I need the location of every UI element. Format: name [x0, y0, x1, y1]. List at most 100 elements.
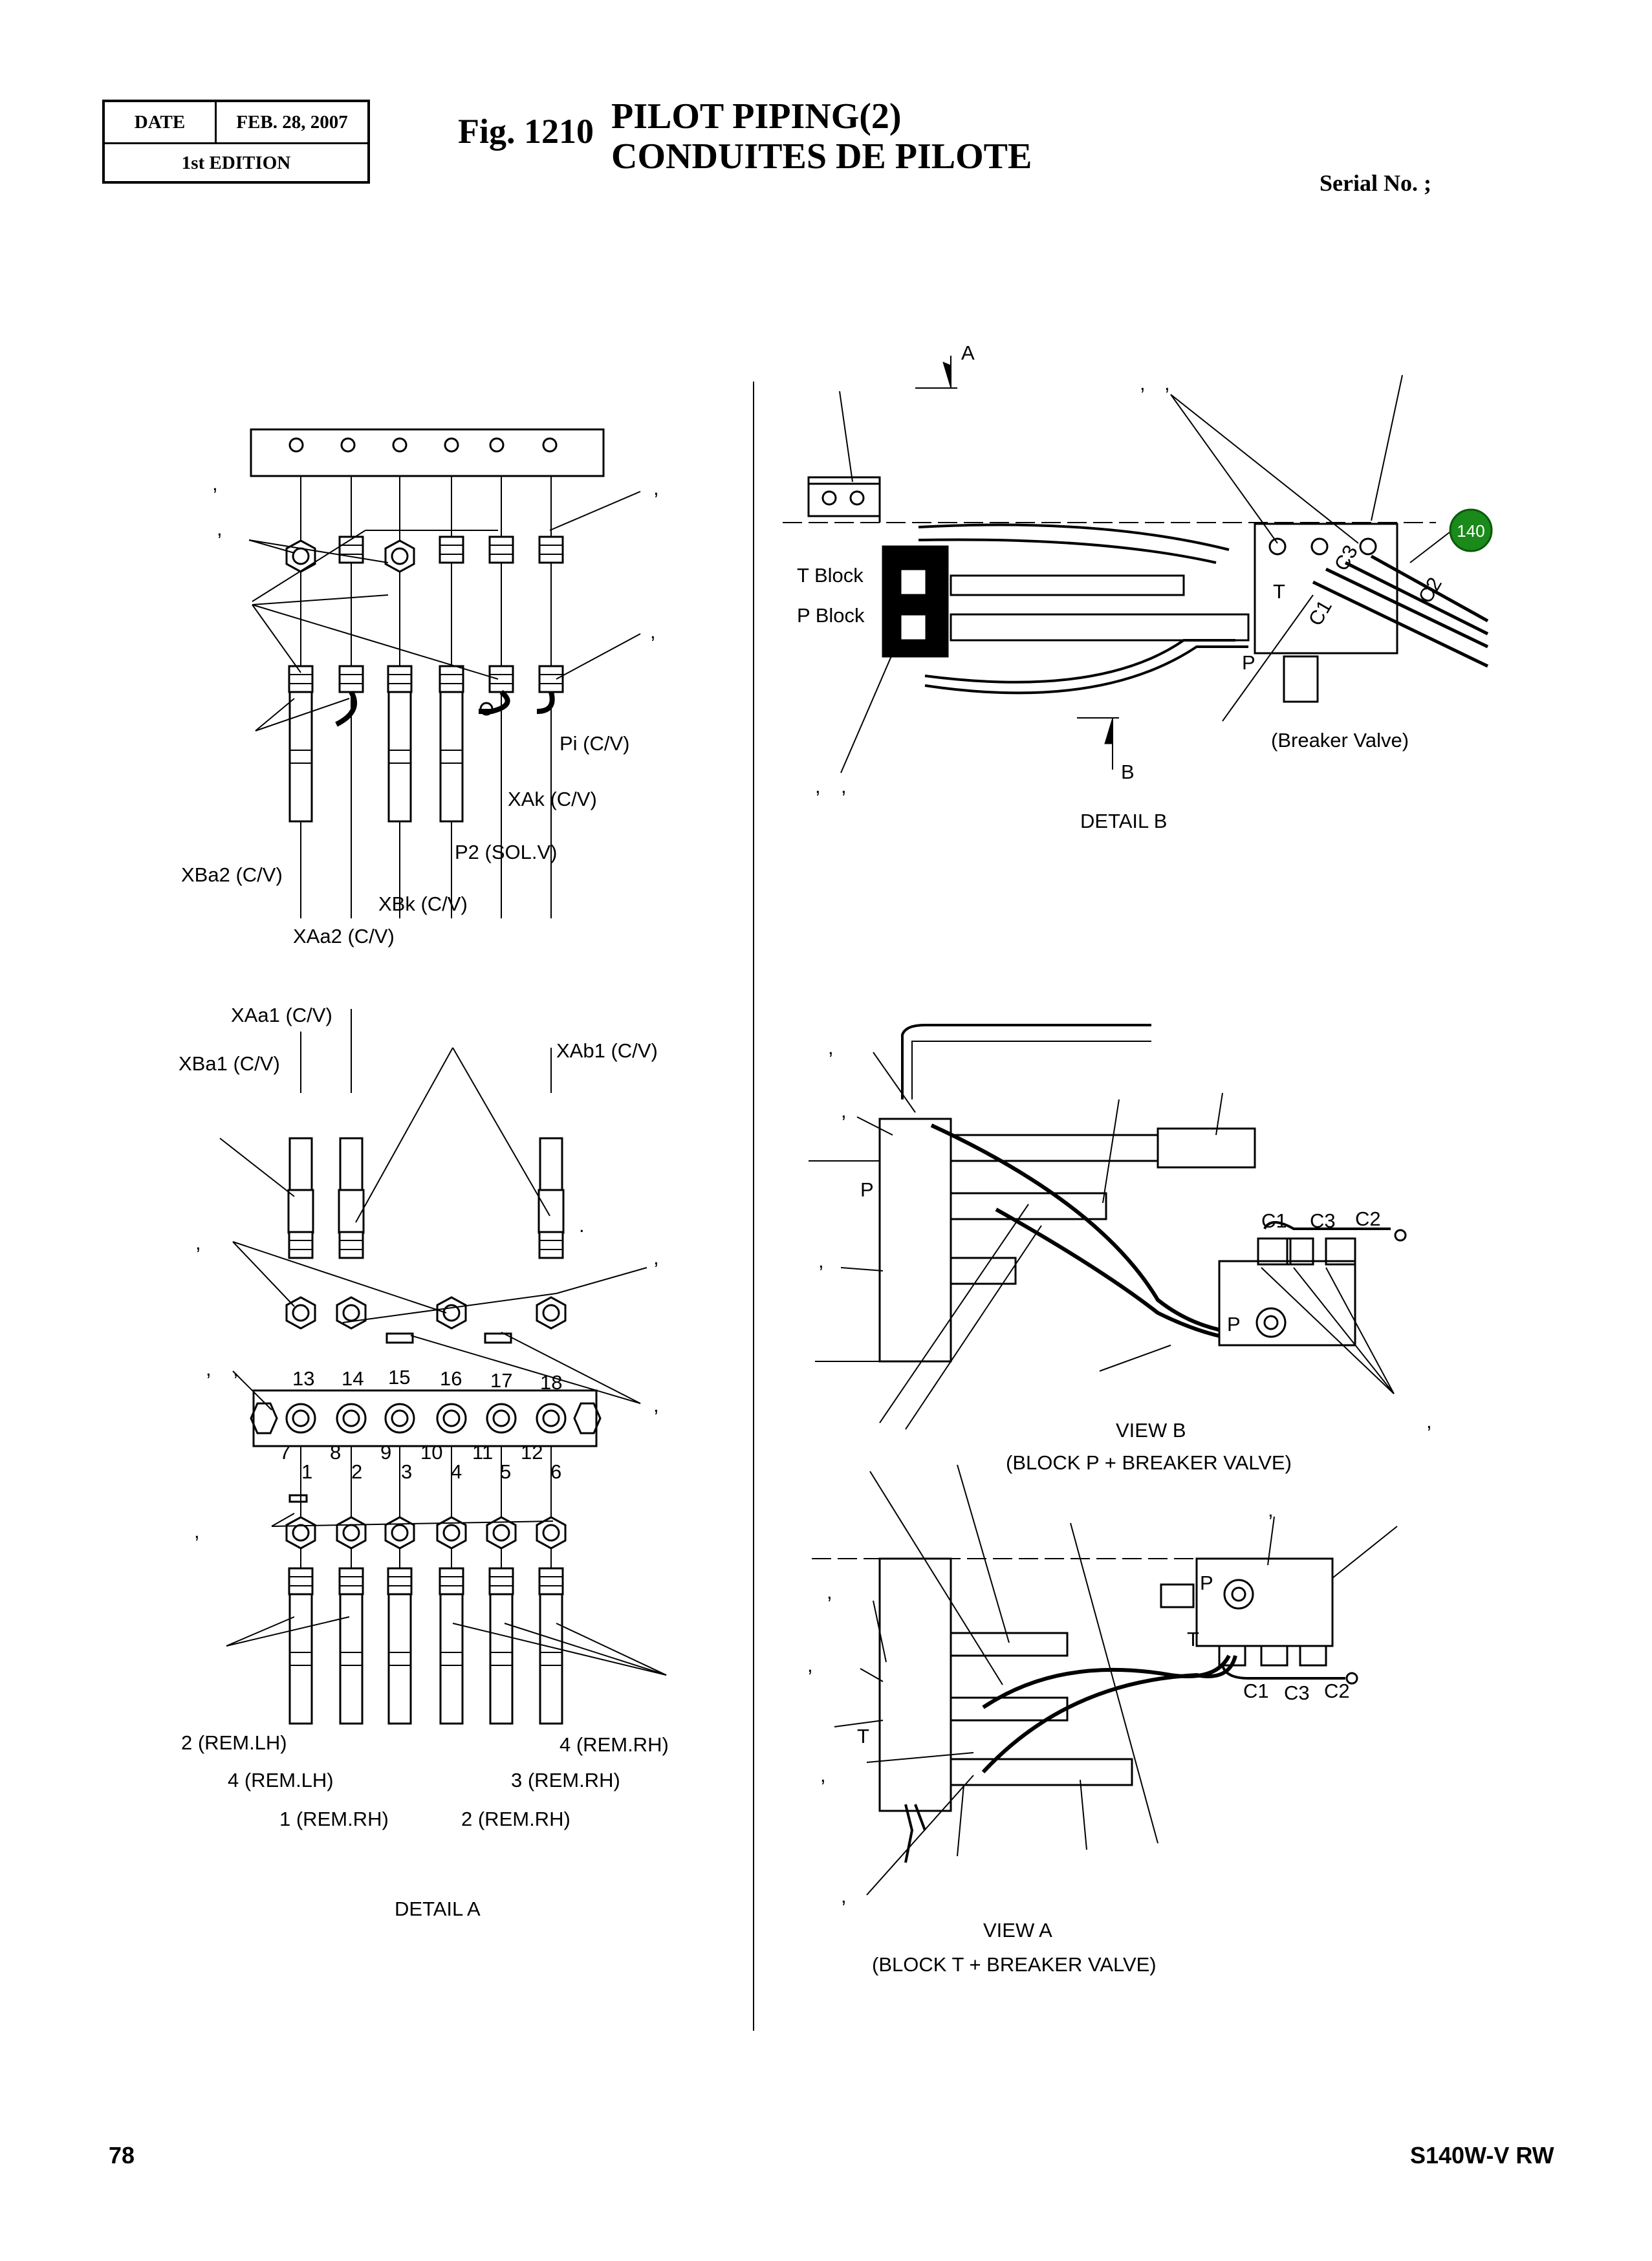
svg-text:9: 9 — [380, 1441, 391, 1464]
label-3-remrh: 3 (REM.RH) — [511, 1769, 620, 1791]
svg-text:6: 6 — [550, 1460, 561, 1483]
label-xaa2-cv: XAa2 (C/V) — [293, 925, 395, 947]
edition-label: 1st EDITION — [181, 152, 291, 173]
view-b-port-c2: C2 — [1355, 1207, 1381, 1230]
view-a-port-c2: C2 — [1324, 1680, 1350, 1702]
label-xaa1-cv: XAa1 (C/V) — [231, 1004, 332, 1026]
figure-title-en: PILOT PIPING(2) — [611, 96, 902, 136]
svg-text:,: , — [841, 775, 847, 797]
svg-text:17: 17 — [490, 1369, 512, 1392]
label-2-remrh: 2 (REM.RH) — [461, 1808, 571, 1830]
view-b-port-c3: C3 — [1310, 1209, 1336, 1232]
figure-number: Fig. 1210 — [458, 112, 594, 151]
svg-text:,: , — [233, 1358, 239, 1380]
svg-text:14: 14 — [342, 1367, 364, 1390]
detail-a-upper-labels: Pi (C/V) XAk (C/V) P2 (SOL.V) XBa2 (C/V)… — [181, 698, 630, 947]
svg-text:,: , — [818, 1250, 824, 1272]
label-xab1-cv: XAb1 (C/V) — [556, 1039, 658, 1062]
svg-text:11: 11 — [472, 1441, 493, 1464]
callout-badge: 140 — [1449, 508, 1493, 552]
svg-text:2: 2 — [351, 1460, 362, 1483]
label-p-block: P Block — [797, 604, 865, 627]
svg-text:4: 4 — [451, 1460, 462, 1483]
svg-text:,: , — [841, 1885, 847, 1907]
figure-title-fr: CONDUITES DE PILOTE — [611, 136, 1032, 177]
svg-text:,: , — [653, 1394, 659, 1416]
view-b-caption-2: (BLOCK P + BREAKER VALVE) — [1006, 1451, 1292, 1474]
badge-140: 140 — [1457, 521, 1484, 541]
label-xbk-cv: XBk (C/V) — [378, 892, 468, 915]
label-4-remrh: 4 (REM.RH) — [560, 1733, 669, 1756]
svg-text:,: , — [815, 775, 821, 797]
svg-text:,: , — [194, 1520, 200, 1542]
label-xak-cv: XAk (C/V) — [508, 788, 597, 810]
svg-text:3: 3 — [401, 1460, 412, 1483]
label-t-block: T Block — [797, 564, 864, 587]
top-manifold — [250, 428, 605, 477]
manifold-holes — [288, 437, 558, 453]
view-a-port-p: P — [1200, 1572, 1213, 1594]
svg-text:,: , — [820, 1764, 826, 1786]
svg-text:12: 12 — [521, 1441, 543, 1464]
view-a-labels: P T C1 C3 C2 T VIEW A (BLOCK T + BREAKER… — [857, 1572, 1350, 1976]
edition-box: DATE FEB. 28, 2007 1st EDITION — [102, 100, 370, 184]
svg-text:18: 18 — [540, 1371, 562, 1394]
detail-b-caption: DETAIL B — [1080, 810, 1167, 832]
detail-a-upper: ,, ,, — [212, 428, 659, 918]
svg-text:,: , — [1426, 1410, 1432, 1433]
label-section-a: A — [961, 341, 975, 364]
view-a-port-t-block: T — [857, 1725, 869, 1747]
detail-b: ,, ,, — [783, 356, 1489, 797]
svg-text:,: , — [653, 477, 659, 499]
label-xba2-cv: XBa2 (C/V) — [181, 863, 283, 886]
svg-text:5: 5 — [500, 1460, 511, 1483]
view-a-port-t-valve: T — [1187, 1628, 1199, 1650]
date-value: FEB. 28, 2007 — [236, 111, 348, 133]
svg-text:,: , — [195, 1231, 201, 1254]
detail-a-lower: ,, ,, ,, . — [194, 1009, 667, 1725]
svg-text:,: , — [827, 1581, 832, 1603]
port-numbers-mid: 7 8 9 10 11 12 — [279, 1441, 543, 1464]
svg-text:,: , — [841, 1099, 847, 1122]
svg-text:,: , — [807, 1654, 813, 1676]
label-1-remrh: 1 (REM.RH) — [279, 1808, 389, 1830]
page-number: 78 — [109, 2142, 135, 2169]
port-numbers-top: 13 14 15 16 17 18 — [292, 1366, 562, 1394]
svg-text:15: 15 — [388, 1366, 410, 1389]
label-port-p: P — [1242, 651, 1255, 674]
svg-text:,: , — [217, 517, 223, 540]
model-name: S140W-V RW — [1410, 2142, 1554, 2169]
date-row: DATE FEB. 28, 2007 — [105, 102, 367, 144]
svg-text:,: , — [1164, 372, 1170, 395]
svg-text:,: , — [828, 1036, 834, 1059]
label-pi-cv: Pi (C/V) — [560, 732, 630, 755]
bottom-manifold — [252, 1389, 598, 1447]
svg-text:,: , — [1268, 1498, 1274, 1521]
svg-text:,: , — [206, 1358, 212, 1380]
view-a-caption-1: VIEW A — [983, 1919, 1052, 1942]
date-label: DATE — [105, 102, 217, 142]
svg-text:10: 10 — [420, 1441, 442, 1464]
view-b-caption-1: VIEW B — [1116, 1419, 1186, 1442]
view-b-labels: P C1 C3 C2 P VIEW B (BLOCK P + BREAKER V… — [860, 1178, 1381, 1474]
label-breaker-valve: (Breaker Valve) — [1271, 729, 1409, 752]
view-b-port-p-block: P — [860, 1178, 874, 1201]
svg-text:16: 16 — [440, 1367, 462, 1390]
svg-text:8: 8 — [330, 1441, 341, 1464]
view-b-port-c1: C1 — [1261, 1209, 1287, 1232]
label-p2-solv: P2 (SOL.V) — [455, 841, 558, 863]
view-a-caption-2: (BLOCK T + BREAKER VALVE) — [872, 1953, 1157, 1976]
label-section-b: B — [1121, 761, 1135, 783]
detail-a-caption: DETAIL A — [395, 1898, 481, 1920]
serial-number-label: Serial No. ; — [1320, 170, 1431, 196]
view-a: ,, ,, , — [807, 1464, 1398, 1907]
view-a-port-c1: C1 — [1243, 1680, 1269, 1702]
detail-a-lower-labels: XAa1 (C/V) XBa1 (C/V) XAb1 (C/V) 13 14 1… — [179, 1004, 669, 1920]
label-xba1-cv: XBa1 (C/V) — [179, 1052, 280, 1075]
label-port-t: T — [1273, 580, 1285, 603]
svg-text:1: 1 — [301, 1460, 312, 1483]
svg-text:,: , — [650, 620, 656, 643]
label-2-remlh: 2 (REM.LH) — [181, 1731, 287, 1754]
view-b: ,, ,, — [809, 1024, 1432, 1433]
